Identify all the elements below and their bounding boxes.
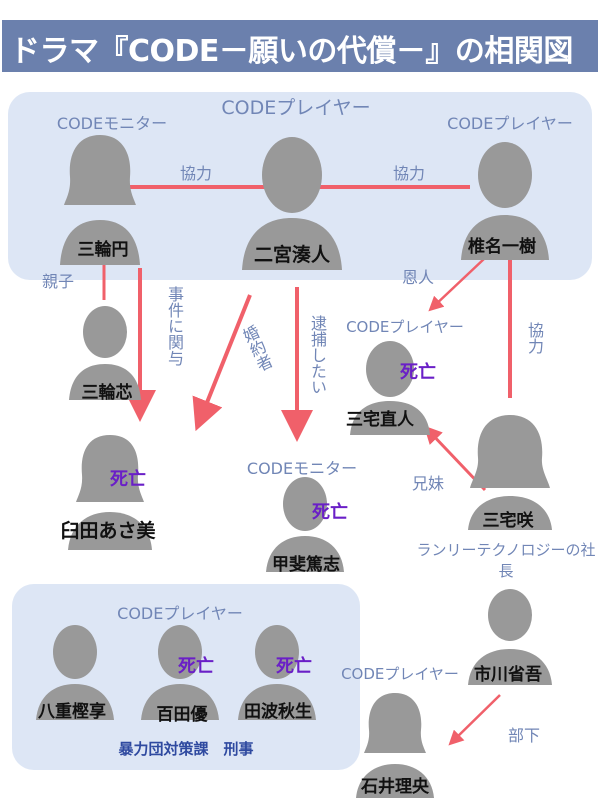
silhouette-miwa-madoka xyxy=(60,135,140,265)
silhouette-miwa-shin xyxy=(69,306,141,400)
rel-onjin: 恩人 xyxy=(402,268,435,287)
silhouette-kai xyxy=(266,477,344,572)
name-tanami: 田波秋生 xyxy=(244,702,312,722)
role-miwa-madoka: CODEモニター xyxy=(56,114,168,133)
name-miwa-shin: 三輪芯 xyxy=(81,383,133,403)
rel-jiken: 事件に関与 xyxy=(165,286,184,366)
name-ichikawa: 市川省吾 xyxy=(474,665,542,685)
police-group-label: 暴力団対策課 刑事 xyxy=(118,740,254,758)
dead-tanami: 死亡 xyxy=(276,656,312,677)
header: ドラマ『CODE－願いの代償－』の相関図 xyxy=(0,0,600,82)
silhouette-tanami xyxy=(238,625,316,720)
rel-kyoudai: 兄妹 xyxy=(412,474,445,493)
silhouette-miyake-naoto xyxy=(350,341,430,435)
rel-miwa-ninomiya: 協力 xyxy=(180,164,213,183)
silhouette-usuda xyxy=(68,435,152,550)
name-usuda: 臼田あさ美 xyxy=(60,520,156,542)
arrow-buka xyxy=(448,694,501,746)
rel-taiho: 逮捕したい xyxy=(308,315,327,395)
name-miwa-madoka: 三輪円 xyxy=(77,240,129,260)
name-miyake-naoto: 三宅直人 xyxy=(346,410,414,430)
silhouette-momota xyxy=(141,625,219,720)
role-shiina: CODEプレイヤー xyxy=(447,114,573,133)
title-bar xyxy=(2,20,598,72)
role-miyake-naoto: CODEプレイヤー xyxy=(346,318,464,336)
rel-shiina-saki: 協力 xyxy=(525,322,544,354)
silhouette-ninomiya xyxy=(242,137,342,270)
arrow-konyakusha xyxy=(192,294,252,432)
name-shiina: 椎名一樹 xyxy=(468,237,536,257)
silhouette-shiina xyxy=(461,142,549,260)
name-momota: 百田優 xyxy=(156,705,208,725)
role-ishii: CODEプレイヤー xyxy=(341,665,459,683)
role-ninomiya: CODEプレイヤー xyxy=(221,97,371,119)
dead-momota: 死亡 xyxy=(178,656,214,677)
name-miyake-saki: 三宅咲 xyxy=(482,511,534,531)
dead-miyake-naoto: 死亡 xyxy=(400,362,436,383)
name-ninomiya: 二宮湊人 xyxy=(253,244,331,266)
silhouette-miyake-saki xyxy=(468,415,552,530)
rel-ninomiya-shiina: 協力 xyxy=(393,164,426,183)
rel-buka: 部下 xyxy=(508,726,541,745)
name-kai: 甲斐篤志 xyxy=(272,555,340,575)
name-ishii: 石井理央 xyxy=(361,777,429,797)
silhouette-ishii xyxy=(356,693,434,798)
dead-usuda: 死亡 xyxy=(110,469,146,490)
name-yae: 八重樫享 xyxy=(38,702,106,722)
role-police-group: CODEプレイヤー xyxy=(117,604,243,623)
page-title: ドラマ『CODE－願いの代償－』の相関図 xyxy=(10,34,573,69)
dead-kai: 死亡 xyxy=(312,502,348,523)
arrow-onjin xyxy=(428,257,486,312)
silhouette-ichikawa xyxy=(468,589,552,685)
rel-oyako: 親子 xyxy=(42,272,75,291)
role-ichikawa: ランリーテクノロジーの社長 xyxy=(416,541,596,580)
role-kai: CODEモニター xyxy=(246,459,358,478)
silhouette-yae xyxy=(36,625,114,720)
